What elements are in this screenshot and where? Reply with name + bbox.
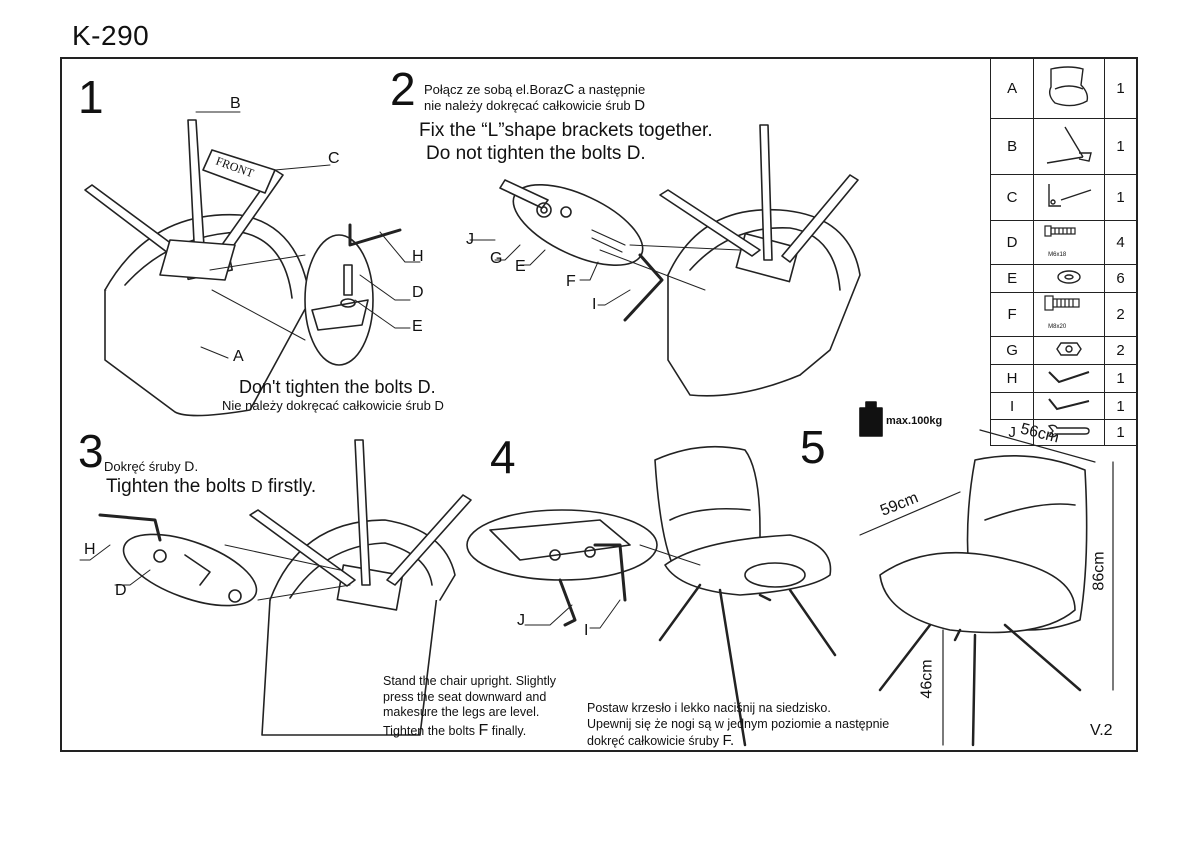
part-letter: J: [989, 419, 1035, 446]
parts-row: G 2: [989, 336, 1137, 365]
step5-weight-icon: [859, 401, 883, 437]
step2-caption-pl-2: nie należy dokręcać całkowicie śrub D: [424, 97, 646, 114]
step2-chair: [659, 124, 861, 397]
height-dimension: 86cm: [1090, 551, 1108, 591]
step3-number: 3: [78, 425, 104, 477]
step4-number: 4: [490, 431, 516, 483]
parts-row: B 1: [989, 118, 1137, 175]
part-letter: C: [989, 174, 1035, 221]
parts-row: A 1: [989, 58, 1137, 119]
seat-height-dimension: 46cm: [918, 659, 936, 699]
step2-detail-oval: [469, 179, 741, 322]
version-label: V.2: [1090, 722, 1113, 739]
parts-row: J 1: [989, 419, 1137, 446]
allen-key-icon: [1033, 392, 1106, 420]
step1-detail-oval: [209, 223, 421, 366]
label-g: G: [490, 250, 503, 267]
label-d-step1: D: [412, 284, 424, 301]
part-qty: 1: [1104, 392, 1137, 420]
step4-detail-oval: [466, 509, 658, 629]
step3-caption-en: Tighten the bolts D firstly.: [106, 476, 317, 497]
part-qty: 2: [1104, 336, 1137, 365]
step3-detail-oval: [79, 513, 351, 607]
part-letter: D: [989, 220, 1035, 265]
label-b: B: [230, 95, 241, 112]
part-letter: I: [989, 392, 1035, 420]
label-a: A: [233, 348, 244, 365]
washer-icon: [1033, 264, 1106, 293]
step5-chair-dimensions: [859, 429, 1114, 747]
part-letter: F: [989, 292, 1035, 337]
label-e-step1: E: [412, 318, 423, 335]
step4-caption-pl: Postaw krzesło i lekko naciśnij na siedz…: [587, 701, 890, 750]
part-qty: 1: [1104, 364, 1137, 393]
step4-chair-upright: [639, 445, 837, 747]
instruction-frame: [60, 57, 1138, 752]
part-qty: 1: [1104, 58, 1137, 119]
step3-caption-pl: Dokręć śruby D.: [104, 458, 199, 474]
label-e-step2: E: [515, 258, 526, 275]
part-letter: A: [989, 58, 1035, 119]
model-title: K-290: [72, 20, 150, 51]
part-letter: E: [989, 264, 1035, 293]
step2-caption-pl-1: Połącz ze sobą el.BorazC a następnie: [424, 81, 646, 98]
bolt-spec: M6x18: [1048, 252, 1067, 258]
l-bracket-icon: [1033, 174, 1106, 221]
label-c: C: [328, 150, 340, 167]
allen-key-icon: [1033, 364, 1106, 393]
part-qty: 1: [1104, 174, 1137, 221]
step2-caption-en-2: Do not tighten the bolts D.: [426, 143, 646, 164]
step1-number: 1: [78, 71, 104, 123]
parts-row: F M8x20 2: [989, 292, 1137, 337]
part-letter: B: [989, 118, 1035, 175]
chair-shell-icon: [1033, 58, 1106, 119]
part-qty: 2: [1104, 292, 1137, 337]
parts-row: D M6x18 4: [989, 220, 1137, 265]
label-f: F: [566, 273, 576, 290]
bolt-icon: M6x18: [1033, 220, 1106, 265]
part-qty: 1: [1104, 118, 1137, 175]
part-qty: 1: [1104, 419, 1137, 446]
step2-number: 2: [390, 63, 416, 115]
label-j-step2: J: [466, 231, 474, 248]
step2-caption-en-1: Fix the “L”shape brackets together.: [419, 120, 713, 141]
label-i-step4: I: [584, 622, 589, 639]
step1-caption-pl: Nie należy dokręcać całkowicie śrub D: [222, 398, 444, 413]
part-qty: 6: [1104, 264, 1137, 293]
label-d-step3: D: [115, 582, 127, 599]
parts-row: C 1: [989, 174, 1137, 221]
parts-row: E 6: [989, 264, 1137, 293]
part-letter: H: [989, 364, 1035, 393]
bolt-icon: M8x20: [1033, 292, 1106, 337]
step1-caption-en: Don't tighten the bolts D.: [239, 377, 436, 397]
parts-row: H 1: [989, 364, 1137, 393]
parts-list: A 1 B 1 C 1 D M6x18 4: [989, 58, 1137, 446]
part-letter: G: [989, 336, 1035, 365]
spanner-icon: [1033, 419, 1106, 446]
step1-front-tag: [202, 149, 276, 194]
leg-bracket-icon: [1033, 118, 1106, 175]
max-load-label: max.100kg: [886, 415, 943, 427]
part-qty: 4: [1104, 220, 1137, 265]
bolt-spec: M8x20: [1048, 324, 1067, 330]
label-i-step2: I: [592, 296, 597, 313]
label-h-step3: H: [84, 541, 96, 558]
label-j-step4: J: [517, 612, 525, 629]
label-h-step1: H: [412, 248, 424, 265]
step5-number: 5: [800, 421, 826, 473]
nut-icon: [1033, 336, 1106, 365]
step4-caption-en: Stand the chair upright. Slightly press …: [383, 674, 557, 739]
parts-row: I 1: [989, 392, 1137, 420]
